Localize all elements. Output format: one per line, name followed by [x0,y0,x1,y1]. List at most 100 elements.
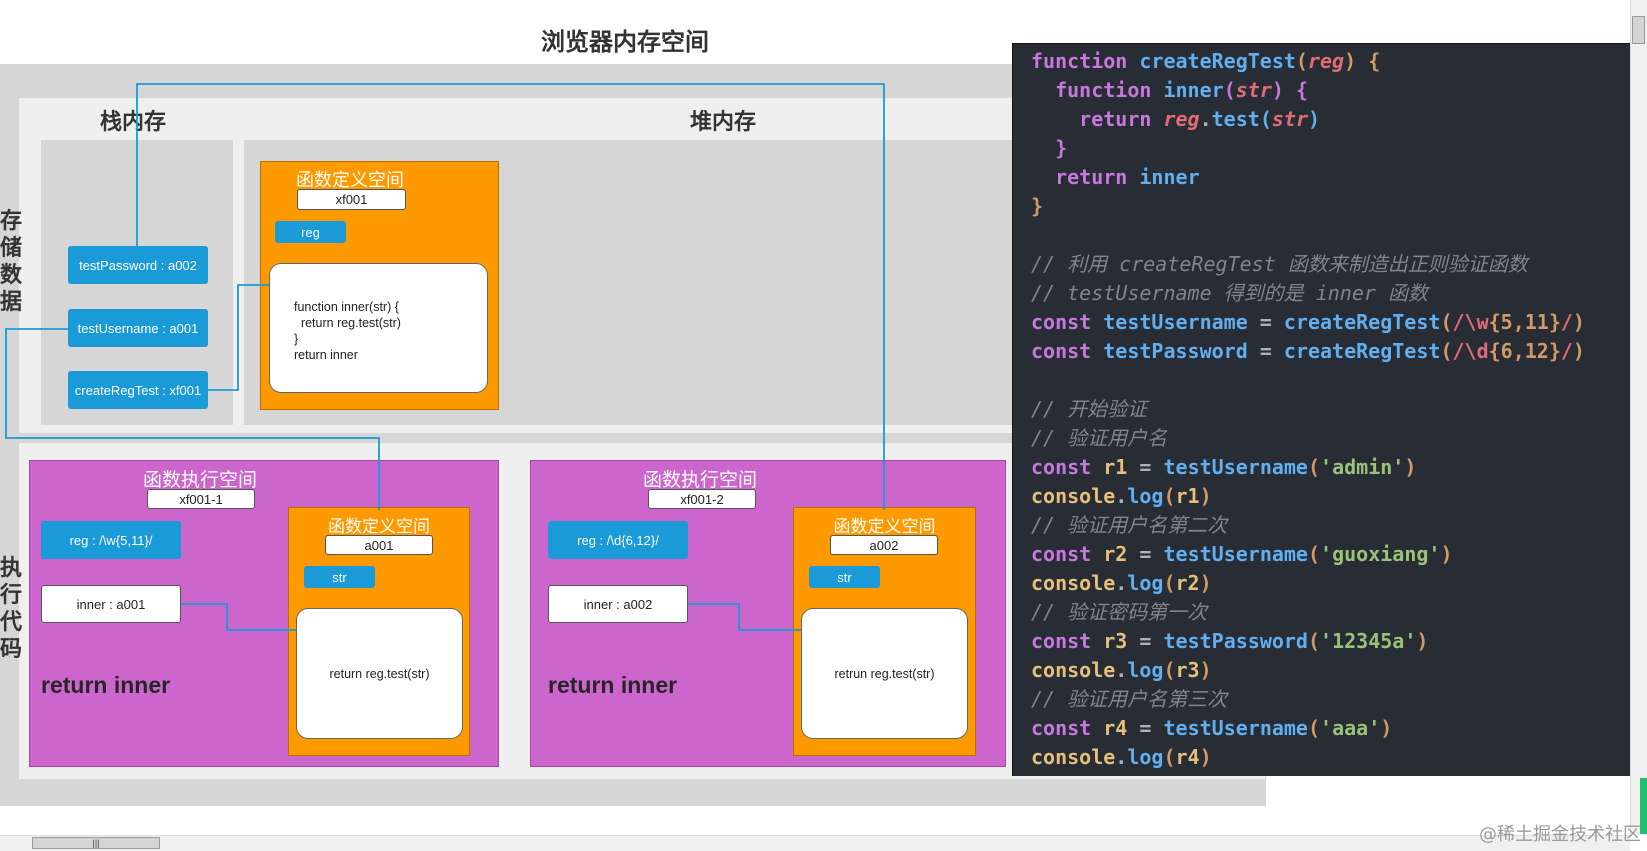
side-indicator-strip [1640,778,1647,834]
code-token: = [1127,629,1164,653]
code-token [1127,49,1139,73]
code-line: function inner(str) { [1031,76,1308,105]
execution-space-1-return: return inner [41,672,171,698]
code-line: function createRegTest(reg) { [1031,47,1380,76]
code-token: r4 [1175,745,1200,769]
execution-space-1-function-body: return reg.test(str) [296,608,463,739]
code-token [1091,716,1103,740]
code-token: = [1247,310,1284,334]
code-token: testUsername [1163,455,1308,479]
code-token [1091,455,1103,479]
code-token: ) [1199,571,1212,595]
stack-item-test-password: testPassword : a002 [68,246,208,284]
execution-space-2-return: return inner [548,672,678,698]
code-line: const testUsername = createRegTest(/\w{5… [1031,308,1585,337]
code-line: // 验证用户名第二次 [1031,511,1227,540]
heap-function-code: function inner(str) { return reg.test(st… [294,300,401,362]
code-token: const [1031,310,1092,334]
code-editor-panel[interactable]: function createRegTest(reg) { function i… [1012,43,1645,776]
code-token: ( [1163,658,1176,682]
execution-space-2-address: xf001-2 [648,489,756,509]
code-line: console.log(r2) [1031,569,1212,598]
execute-code-label: 执行代码 [0,556,23,662]
code-token: console [1031,658,1116,682]
execution-space-2-function-title: 函数定义空间 [833,517,936,537]
code-token: = [1127,455,1164,479]
code-token: 'guoxiang' [1320,542,1441,566]
code-token: const [1031,716,1092,740]
code-token: . [1115,484,1128,508]
code-token: / [1560,339,1573,363]
code-token: // 利用 createRegTest 函数来制造出正则验证函数 [1031,252,1528,276]
code-token: ) [1380,716,1393,740]
code-token [1284,78,1296,102]
execution-space-1-function-param: str [304,566,375,588]
stack-memory-title: 栈内存 [100,110,167,135]
code-token: r3 [1175,658,1200,682]
code-token: test [1211,107,1260,131]
code-token: testPassword [1163,629,1308,653]
code-token: ) [1344,49,1357,73]
code-token: testUsername [1163,542,1308,566]
code-line: console.log(r1) [1031,482,1212,511]
code-line: console.log(r3) [1031,656,1212,685]
code-token: r2 [1175,571,1200,595]
heap-memory-title: 堆内存 [690,110,757,135]
code-token: /\d [1452,339,1489,363]
stack-item-test-username: testUsername : a001 [68,309,208,347]
execution-space-1-function-address: a001 [325,535,433,555]
code-line: } [1031,134,1067,163]
code-token: ( [1307,629,1321,653]
code-token: log [1127,658,1164,682]
code-token: str [1235,78,1272,102]
code-token: log [1127,571,1164,595]
code-token: ( [1307,455,1321,479]
code-token: = [1127,542,1164,566]
code-token: const [1031,455,1092,479]
code-token: return [1055,165,1128,189]
code-token: ( [1163,745,1176,769]
heap-function-param: reg [275,221,346,243]
code-token: ) [1572,339,1585,363]
code-token: . [1115,658,1128,682]
code-token: ) [1199,484,1212,508]
vertical-scrollbar[interactable] [1630,0,1647,835]
code-token: str [1271,107,1308,131]
storage-data-label: 存储数据 [0,209,23,315]
execution-space-1-function-title: 函数定义空间 [328,517,430,537]
vertical-scroll-thumb[interactable] [1632,16,1645,44]
execution-space-1-reg: reg : /\w{5,11}/ [41,521,181,559]
execution-space-2-reg: reg : /\d{6,12}/ [548,521,688,559]
code-token: = [1247,339,1284,363]
code-token: function [1031,49,1128,73]
code-token: return [1079,107,1152,131]
code-line: const r2 = testUsername('guoxiang') [1031,540,1453,569]
code-token: ) [1416,629,1429,653]
execution-space-1-function-code: return reg.test(str) [329,666,430,681]
code-token: 'admin' [1320,455,1405,479]
code-token: r1 [1103,455,1128,479]
code-token [1031,107,1079,131]
code-token: ) [1199,745,1212,769]
code-token: ( [1307,716,1321,740]
code-token: ) [1440,542,1453,566]
code-line: return reg.test(str) [1031,105,1320,134]
watermark: @稀土掘金技术社区 [1479,824,1641,845]
code-token: r3 [1103,629,1128,653]
code-line: // 开始验证 [1031,395,1147,424]
code-token: console [1031,745,1116,769]
code-token: ) [1271,78,1284,102]
code-token: { [1368,49,1381,73]
code-token [1151,107,1163,131]
horizontal-scroll-thumb[interactable]: ||| [32,837,160,849]
code-token [1091,339,1103,363]
code-line: console.log(r4) [1031,743,1212,772]
code-token [1151,78,1163,102]
code-line: const r1 = testUsername('admin') [1031,453,1416,482]
code-token: inner [1163,78,1224,102]
code-token: ) [1572,310,1585,334]
code-token: ) [1404,455,1417,479]
code-token: ( [1295,49,1308,73]
code-line: // 利用 createRegTest 函数来制造出正则验证函数 [1031,250,1528,279]
horizontal-scrollbar[interactable] [0,835,1630,851]
